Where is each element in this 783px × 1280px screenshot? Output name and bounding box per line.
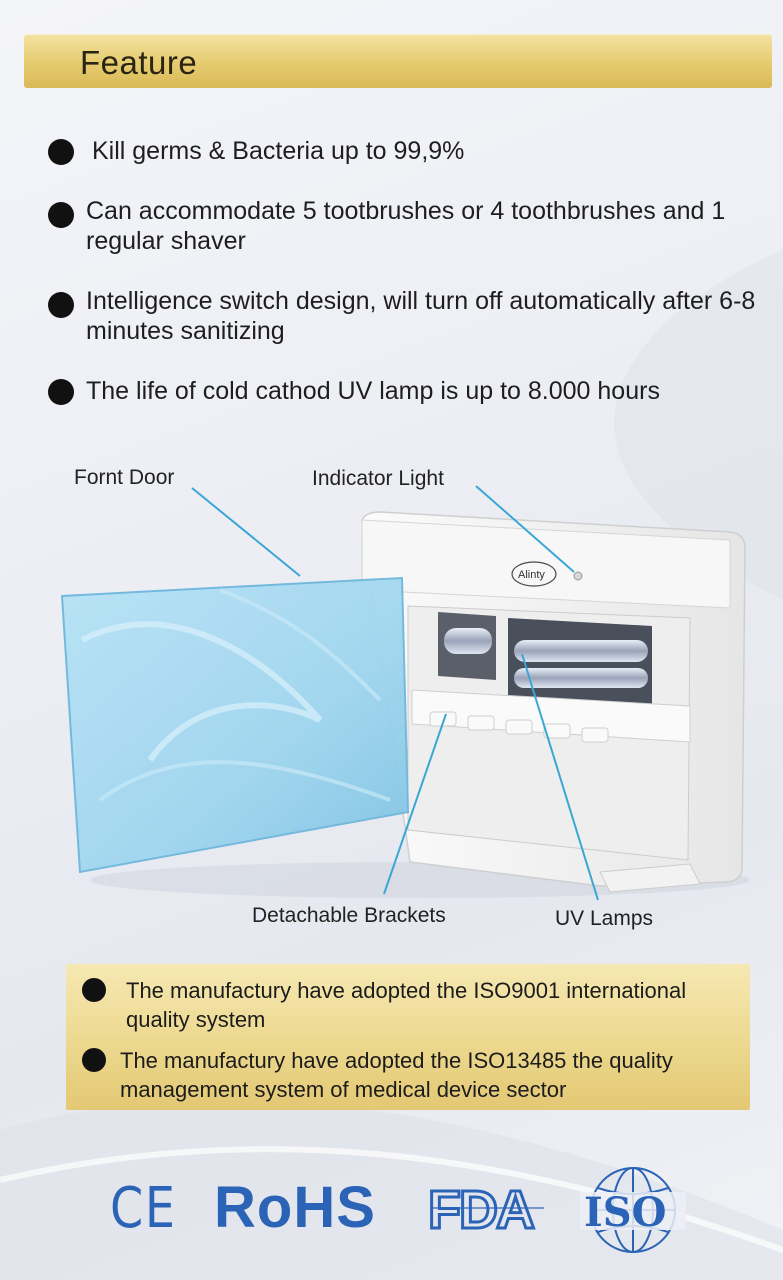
page-title: Feature: [80, 44, 198, 81]
leader-lines: [191, 485, 599, 901]
rohs-mark-icon: RoHS: [214, 1175, 376, 1240]
callout-uv-lamps: UV Lamps: [555, 907, 654, 930]
bullet-icon: [48, 379, 74, 405]
feature-text: The life of cold cathod UV lamp is up to…: [86, 377, 660, 405]
front-door: [60, 576, 410, 874]
brand-name: Alinty: [518, 569, 545, 581]
callout-front-door: Fornt Door: [74, 466, 175, 489]
device-body: Alinty: [361, 511, 746, 893]
certification-row: CE RoHS FDA ISO: [0, 1160, 783, 1260]
feature-text: Can accommodate 5 tootbrushes or 4 tooth…: [86, 197, 726, 255]
fda-mark-icon: FDA: [427, 1180, 544, 1236]
feature-text: Kill germs & Bacteria up to 99,9%: [92, 137, 465, 165]
ce-mark-icon: CE: [110, 1176, 177, 1241]
brand-logo: Alinty: [511, 561, 557, 587]
bullet-icon: [48, 139, 74, 165]
quality-text: The manufactury have adopted the ISO1348…: [120, 1048, 673, 1102]
bullet-icon: [48, 292, 74, 318]
product-diagram: Alinty: [60, 485, 750, 901]
bullet-icon: [48, 202, 74, 228]
uv-lamps: [438, 612, 652, 706]
iso-text: ISO: [584, 1189, 666, 1236]
callout-detachable-brackets: Detachable Brackets: [252, 904, 446, 927]
iso-mark-icon: ISO: [580, 1167, 686, 1253]
feature-text: Intelligence switch design, will turn of…: [86, 287, 756, 345]
bullet-icon: [82, 978, 106, 1002]
quality-text: The manufactury have adopted the ISO9001…: [126, 978, 687, 1032]
callout-indicator-light: Indicator Light: [312, 467, 444, 490]
quality-box: The manufactury have adopted the ISO9001…: [66, 964, 750, 1110]
detachable-brackets: [411, 689, 691, 743]
feature-header-bar: Feature: [24, 34, 772, 88]
indicator-light-icon: [573, 571, 583, 581]
bullet-icon: [82, 1048, 106, 1072]
